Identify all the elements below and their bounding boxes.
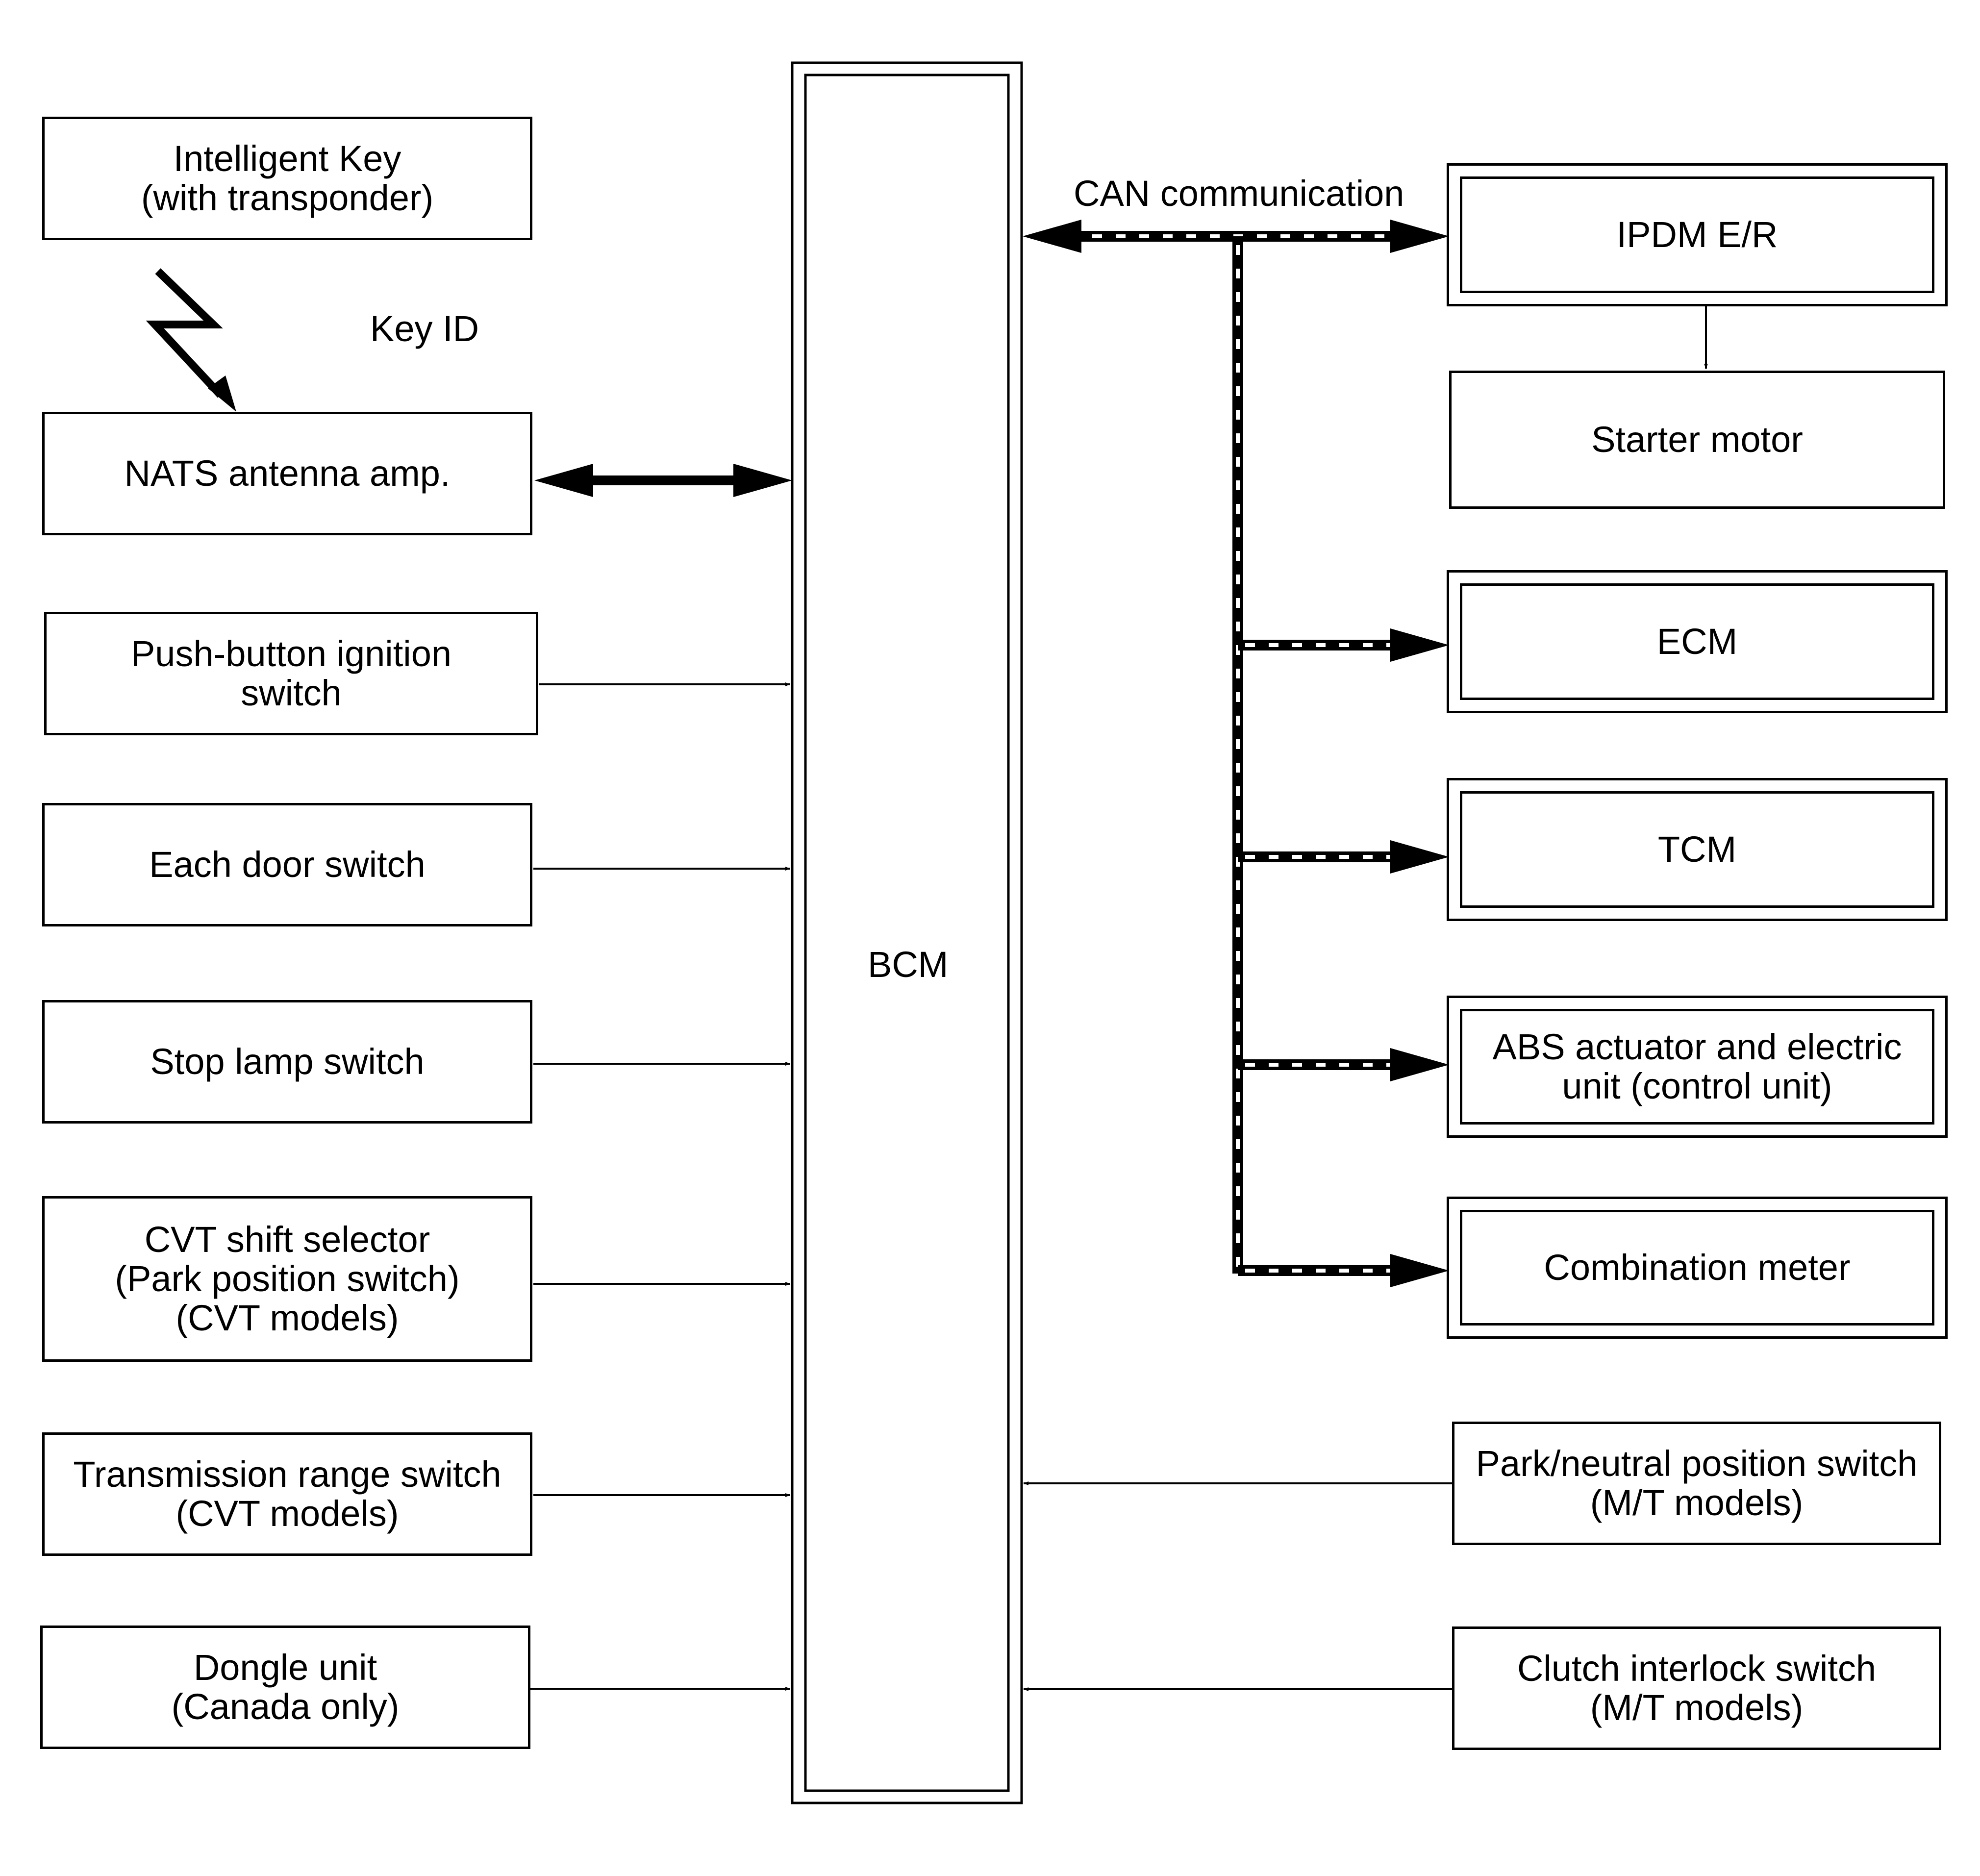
stop-lamp-label: Stop lamp switch (150, 1041, 425, 1082)
door-switch-box: Each door switch (42, 803, 532, 926)
clutch-interlock-box: Clutch interlock switch (M/T models) (1452, 1626, 1941, 1750)
key-id-signal-arrow (146, 268, 224, 398)
ipdm-box: IPDM E/R (1447, 163, 1948, 306)
trans-range-label: Transmission range switch (CVT models) (73, 1454, 501, 1534)
tcm-label: TCM (1657, 829, 1737, 870)
push-button-label: Push-button ignition switch (130, 633, 452, 713)
trans-range-box: Transmission range switch (CVT models) (42, 1432, 532, 1556)
combination-meter-label: Combination meter (1544, 1247, 1851, 1288)
nats-antenna-label: NATS antenna amp. (124, 453, 451, 494)
dongle-label: Dongle unit (Canada only) (171, 1647, 400, 1727)
can-communication-label: CAN communication (1074, 173, 1404, 214)
abs-box: ABS actuator and electric unit (control … (1447, 996, 1948, 1138)
can-meter-arrowhead (1390, 1254, 1449, 1287)
intelligent-key-box: Intelligent Key (with transponder) (42, 117, 532, 240)
ecm-box: ECM (1447, 570, 1948, 713)
cvt-selector-label: CVT shift selector (Park position switch… (115, 1219, 460, 1338)
ecm-label: ECM (1656, 621, 1738, 662)
clutch-interlock-label: Clutch interlock switch (M/T models) (1517, 1648, 1876, 1728)
combination-meter-box: Combination meter (1447, 1197, 1948, 1339)
can-bcm-arrowhead (1023, 220, 1081, 253)
bcm-inner-border (804, 74, 1010, 1792)
abs-label: ABS actuator and electric unit (control … (1492, 1026, 1902, 1106)
bcm-label: BCM (868, 944, 949, 985)
bcm-outer-border (791, 61, 1023, 1804)
can-abs-arrowhead (1390, 1048, 1449, 1081)
starter-motor-box: Starter motor (1449, 371, 1945, 509)
can-tcm-arrowhead (1390, 840, 1449, 874)
tcm-box: TCM (1447, 778, 1948, 921)
park-neutral-label: Park/neutral position switch (M/T models… (1476, 1443, 1918, 1523)
park-neutral-box: Park/neutral position switch (M/T models… (1452, 1422, 1941, 1545)
can-ipdm-arrowhead (1390, 220, 1449, 253)
dongle-box: Dongle unit (Canada only) (40, 1626, 530, 1749)
stop-lamp-box: Stop lamp switch (42, 1000, 532, 1124)
nats-left-arrowhead (534, 464, 593, 497)
key-id-arrowhead (208, 375, 236, 412)
ipdm-label: IPDM E/R (1616, 214, 1778, 255)
nats-antenna-box: NATS antenna amp. (42, 412, 532, 535)
cvt-selector-box: CVT shift selector (Park position switch… (42, 1196, 532, 1362)
intelligent-key-label: Intelligent Key (with transponder) (141, 138, 434, 218)
can-bus (1069, 231, 1412, 1276)
starter-motor-label: Starter motor (1591, 419, 1803, 460)
door-switch-label: Each door switch (149, 844, 426, 885)
key-id-label: Key ID (370, 308, 479, 349)
can-ecm-arrowhead (1390, 628, 1449, 662)
push-button-box: Push-button ignition switch (44, 612, 538, 735)
nats-right-arrowhead (733, 464, 792, 497)
